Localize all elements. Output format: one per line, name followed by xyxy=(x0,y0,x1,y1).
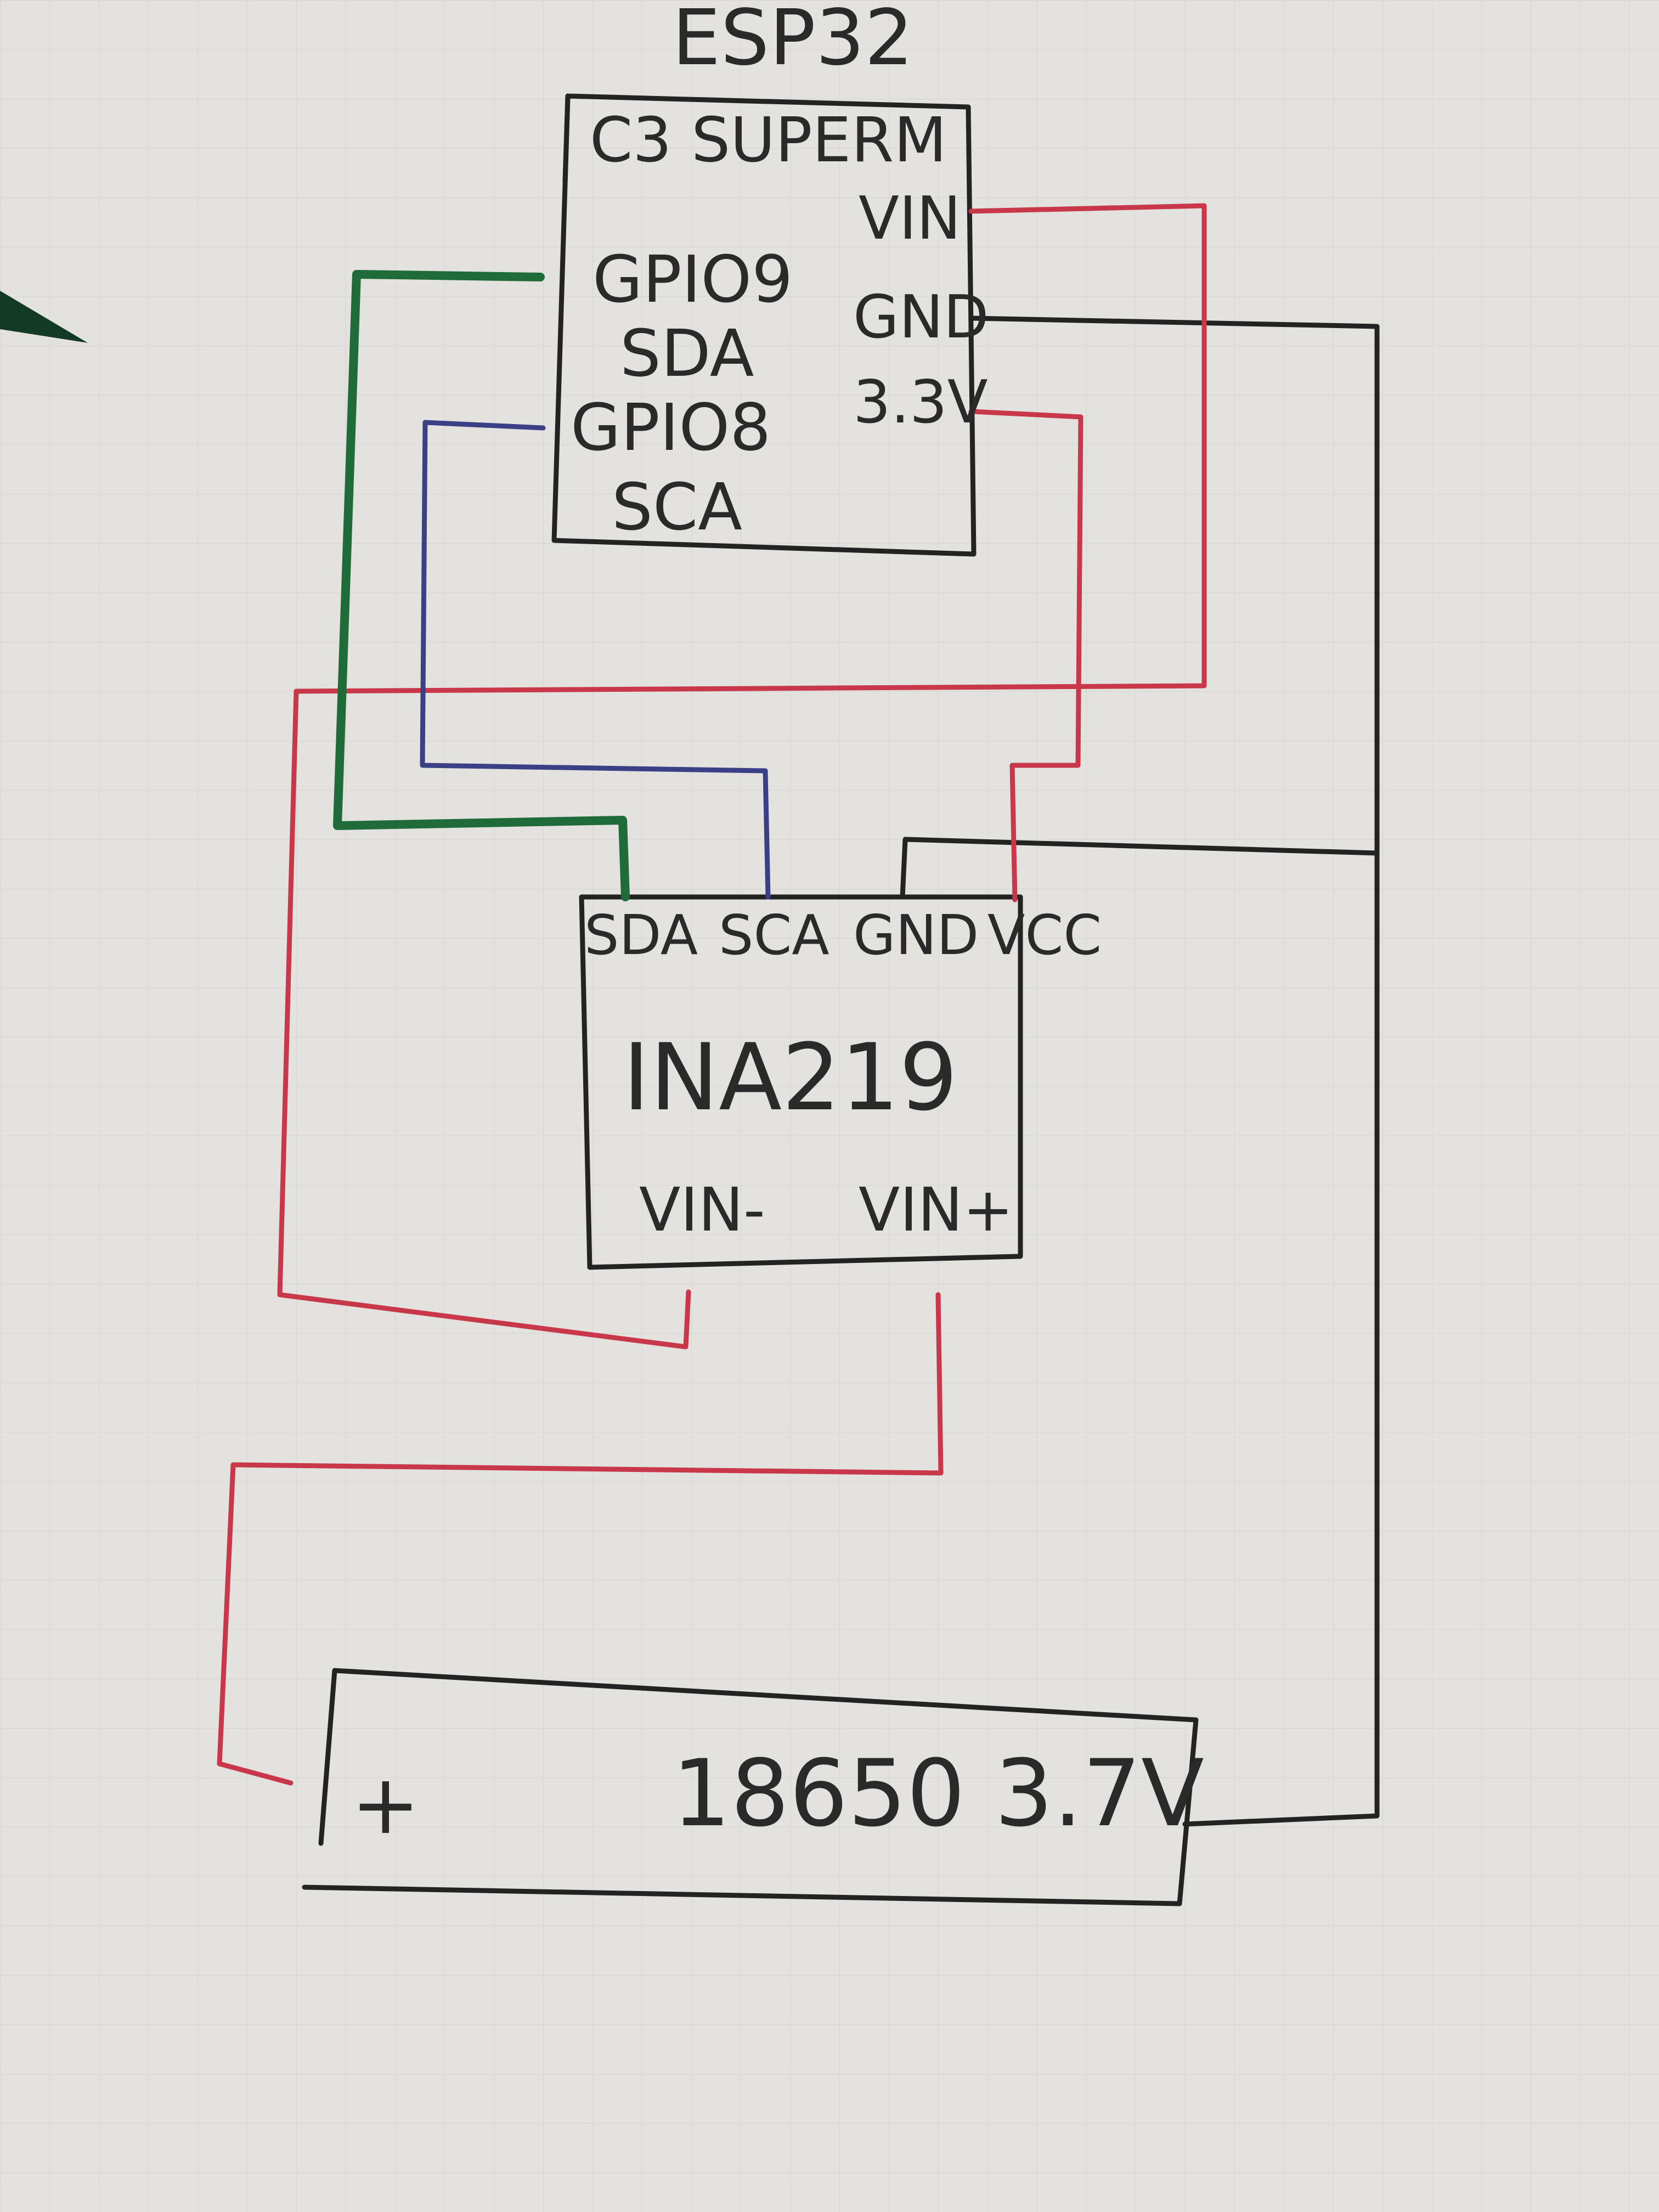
esp32-board xyxy=(551,93,977,557)
esp32-pin-gpio8: GPIO8 xyxy=(571,390,771,465)
wire-gnd xyxy=(968,315,1380,1827)
ina219-name: INA219 xyxy=(623,1024,958,1131)
wire-3v3 xyxy=(968,409,1084,902)
esp32-pin-3v3: 3.3V xyxy=(853,368,988,437)
wire-sda xyxy=(333,270,630,901)
battery-label: 18650 3.7V xyxy=(672,1740,1204,1847)
ina219-pin-sda: SDA xyxy=(584,903,698,967)
ina219-board xyxy=(579,894,1023,1270)
ina219-pin-vin-plus: VIN+ xyxy=(859,1175,1014,1245)
ina219-pin-vin-minus: VIN- xyxy=(639,1175,765,1245)
ina219-pin-sca: SCA xyxy=(719,903,830,967)
esp32-pin-sda: SDA xyxy=(620,315,754,391)
esp32-subtitle: C3 SUPERM xyxy=(590,105,947,176)
pen-tip-shape xyxy=(0,291,88,343)
esp32-pin-sca: SCA xyxy=(612,469,743,545)
ina219-pin-gnd: GND xyxy=(853,903,979,967)
esp32-title: ESP32 xyxy=(672,0,913,83)
wire-vin-plus xyxy=(217,1292,944,1786)
ina219-pin-vcc: VCC xyxy=(988,903,1102,967)
battery-body xyxy=(302,1668,1199,1906)
esp32-pin-vin: VIN xyxy=(859,184,961,253)
wire-sca xyxy=(420,420,771,900)
wire-gnd-ina xyxy=(900,837,1380,900)
esp32-pin-gpio9: GPIO9 xyxy=(592,241,793,317)
wire-vin xyxy=(277,203,1207,1350)
battery-plus-terminal: + xyxy=(351,1757,420,1853)
esp32-pin-gnd: GND xyxy=(853,283,989,352)
